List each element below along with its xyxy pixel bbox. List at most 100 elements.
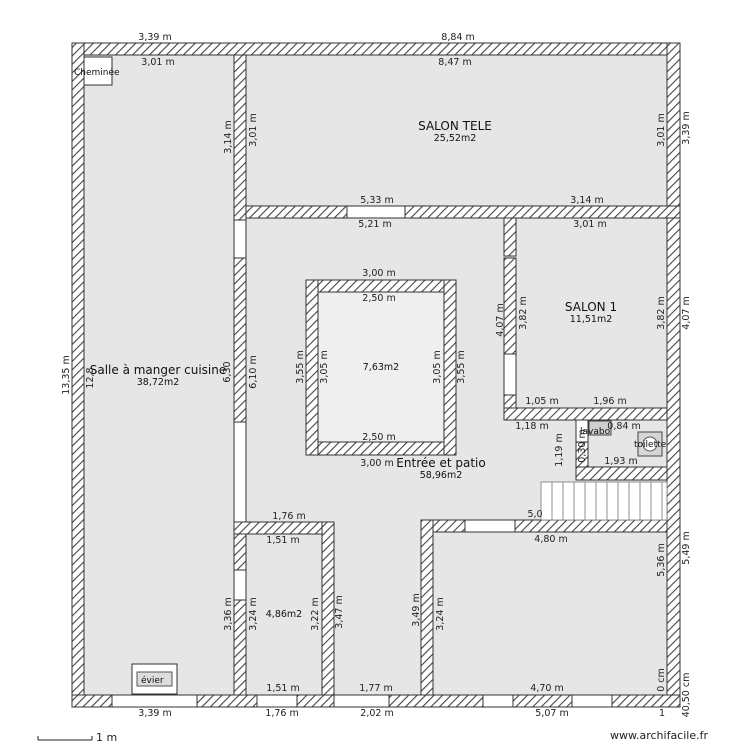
room-area-salon1: 11,51m2 — [570, 314, 613, 325]
room-name-salle-manger: Salle à manger cuisine — [90, 363, 227, 377]
dim-salon-tele-right-outer: 3,39 m — [681, 111, 692, 144]
evier-basin — [136, 671, 173, 687]
floor-petite-chambre — [246, 534, 322, 695]
fixtures: Cheminée évier lavabo toilette — [74, 56, 667, 695]
dim-salon-tele-top: 8,47 m — [438, 57, 471, 68]
dim-bottom-mid2-outer: 2,02 m — [360, 708, 393, 719]
room-area-patio: 7,63m2 — [363, 362, 399, 373]
dim-patio-right-outer: 3,55 m — [456, 350, 467, 383]
wall-big-room-left — [420, 519, 434, 696]
wall-salon1-left-1 — [503, 217, 517, 257]
dim-wc-bottom: 1,93 m — [604, 456, 637, 467]
dim-small-room-left-inner: 3,24 m — [248, 597, 259, 630]
dim-kitchen-left-inner: 12,8 — [85, 367, 96, 388]
cheminee-box — [83, 56, 113, 86]
floor-salle-manger — [84, 55, 234, 695]
stairs-block — [540, 481, 668, 521]
toilette-box — [637, 431, 663, 457]
dim-wc-top-left: 1,18 m — [515, 421, 548, 432]
wall-outer-left — [71, 42, 85, 708]
wall-outer-right — [666, 42, 681, 708]
wall-small-room-right — [321, 521, 335, 696]
dim-patio-bottom-outer: 3,00 m — [360, 458, 393, 469]
dim-big-room-bottom-inner: 4,70 m — [530, 683, 563, 694]
dim-right-bottom-inner: 0 cm — [656, 668, 667, 692]
dim-top-right-outer: 8,84 m — [441, 32, 474, 43]
wall-patio-bottom — [305, 441, 457, 456]
cheminee-label: Cheminée — [74, 67, 120, 78]
lavabo-label: lavabo — [580, 427, 611, 437]
floor-salon-tele — [246, 55, 667, 206]
door-kitchen-3 — [233, 569, 247, 601]
dim-patio-left-outer: 3,55 m — [295, 350, 306, 383]
wall-kitchen-right-1 — [233, 54, 247, 221]
dim-patio-top-outer: 3,00 m — [362, 268, 395, 279]
lavabo-box — [588, 420, 612, 436]
dim-corridor-left: 6,10 m — [248, 355, 259, 388]
dim-wc-top-right: 0,84 m — [607, 421, 640, 432]
window-bottom-4 — [482, 694, 514, 708]
dim-salon-tele-left-outer: 3,14 m — [223, 120, 234, 153]
dim-patio-bottom-inner: 2,50 m — [362, 432, 395, 443]
dim-patio-left-inner: 3,05 m — [319, 350, 330, 383]
door-kitchen-2 — [233, 421, 247, 523]
dim-bottom-mid1-outer: 1,76 m — [265, 708, 298, 719]
evier-label: évier — [141, 675, 164, 686]
stairs — [540, 481, 668, 521]
dim-salon1-bottom-left: 1,05 m — [525, 396, 558, 407]
door-salon-tele — [346, 205, 406, 219]
dim-patio-right-inner: 3,05 m — [432, 350, 443, 383]
dim-big-room-left-outer: 3,49 m — [411, 593, 422, 626]
wall-small-room-top — [233, 521, 335, 535]
dim-salon-tele-left-inner: 3,01 m — [248, 113, 259, 146]
dim-top-left-outer: 3,39 m — [138, 32, 171, 43]
wall-patio-right — [443, 279, 457, 456]
wall-patio-top — [305, 279, 457, 293]
dim-corridor-bottom-inner: 1,77 m — [359, 683, 392, 694]
wall-outer-top — [71, 42, 681, 56]
dim-right-bottom-outer: 40,50 cm — [681, 673, 692, 718]
dim-wc-left-a: 1,19 m — [554, 433, 565, 466]
wall-kitchen-right-2 — [233, 257, 247, 423]
dim-salon-tele-bottom-right: 3,14 m — [570, 195, 603, 206]
window-bottom-1 — [111, 694, 198, 708]
dim-salon1-right-inner: 3,82 m — [656, 296, 667, 329]
dim-salon-tele-right-inner: 3,01 m — [656, 113, 667, 146]
room-name-entree: Entrée et patio — [396, 456, 485, 470]
dim-bottom-left-outer: 3,39 m — [138, 708, 171, 719]
scale-label: 1 m — [96, 731, 118, 744]
wall-salon1-bottom — [503, 407, 668, 421]
room-name-salon1: SALON 1 — [565, 300, 617, 314]
room-area-entree: 58,96m2 — [420, 470, 463, 481]
door-salon1 — [503, 353, 517, 396]
room-area-petite-chambre: 4,86m2 — [266, 609, 302, 620]
wall-kitchen-right-4 — [233, 599, 247, 696]
dim-salon1-left-outer: 4,07 m — [495, 303, 506, 336]
floor-patio — [318, 292, 444, 442]
window-bottom-3 — [333, 694, 390, 708]
door-big-room — [464, 519, 516, 533]
wall-salon-tele-bottom — [245, 205, 681, 219]
watermark: www.archifacile.fr — [610, 729, 709, 742]
dim-corridor-top: 5,21 m — [358, 219, 391, 230]
room-labels: SALON TELE 25,52m2 SALON 1 11,51m2 Salle… — [90, 119, 617, 620]
dim-patio-top-inner: 2,50 m — [362, 293, 395, 304]
walls — [71, 42, 681, 708]
dim-big-room-top: 4,80 m — [534, 534, 567, 545]
dim-salon1-left-inner: 3,82 m — [518, 296, 529, 329]
dim-stairs: 5,0 — [527, 509, 542, 520]
dim-salon1-top: 3,01 m — [573, 219, 606, 230]
toilette-bowl — [642, 436, 658, 452]
dim-big-room-left-inner: 3,24 m — [435, 597, 446, 630]
dim-big-room-right-inner: 5,36 m — [656, 543, 667, 576]
dim-salon1-right-outer: 4,07 m — [681, 296, 692, 329]
room-area-salle-manger: 38,72m2 — [137, 377, 180, 388]
dim-small-room-top-inner: 1,51 m — [266, 535, 299, 546]
dimensions-vertical: 3,14 m 3,01 m 3,01 m 3,39 m 13,35 m 12,8… — [61, 111, 692, 717]
dim-left-inner-top: 3,01 m — [141, 57, 174, 68]
dim-salon1-bottom-right: 1,96 m — [593, 396, 626, 407]
dimensions-horizontal: 3,39 m 8,84 m 3,01 m 8,47 m 5,33 m 3,14 … — [138, 32, 665, 719]
dim-bottom-right-outer: 5,07 m — [535, 708, 568, 719]
room-area-salon-tele: 25,52m2 — [434, 133, 477, 144]
